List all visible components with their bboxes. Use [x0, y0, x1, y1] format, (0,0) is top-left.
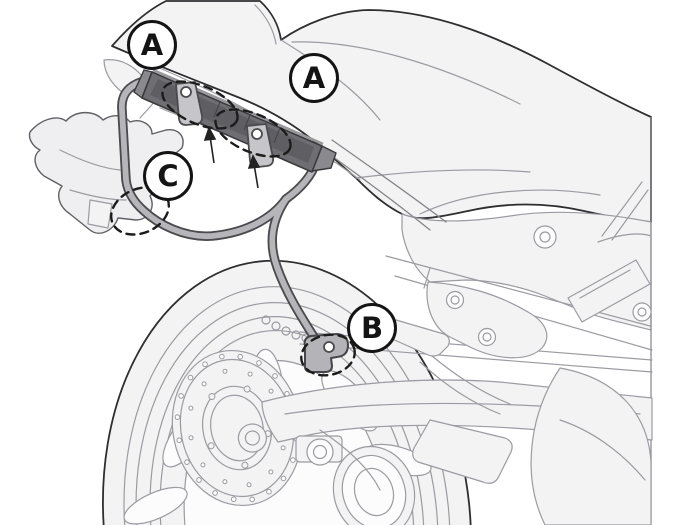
plate-rib-3	[243, 114, 251, 131]
rear-shock	[567, 259, 651, 323]
axle-inner	[244, 430, 261, 446]
hanger-tab-1-hole	[180, 86, 192, 98]
panel-bolt-outer	[533, 225, 557, 249]
shock-bolt-outer	[632, 302, 652, 322]
panel-line	[419, 189, 601, 215]
disc-holes-inner-ring	[188, 368, 286, 488]
hanger-bolt-1-inner	[450, 295, 460, 305]
rack-strut-tube	[269, 196, 324, 359]
seat-cowl-split	[280, 39, 381, 121]
disc-bobbins	[207, 385, 272, 469]
muffler-body	[530, 367, 652, 525]
axle-outer	[237, 423, 268, 453]
under-seat-line-2	[331, 139, 447, 223]
dashed-highlight-plate-1	[161, 80, 239, 130]
callout-c: C	[143, 151, 193, 201]
dashed-highlight-b	[300, 333, 356, 377]
dashed-highlight-plate-2	[214, 108, 292, 158]
grab-handle-line-2	[69, 189, 127, 201]
spoke-hole-4	[123, 486, 188, 525]
plate-arrows	[203, 126, 261, 189]
rear-shock-line	[579, 269, 631, 299]
disc-holes-outer-ring	[174, 353, 300, 503]
peg-bracket-line-1	[601, 181, 643, 237]
callout-b: B	[347, 303, 397, 353]
tire-inner-1	[123, 286, 451, 525]
hanger-bolt-2-inner	[482, 332, 492, 342]
panel-bolt-inner	[539, 231, 551, 243]
arrow-1-head	[203, 126, 217, 141]
heel-guard	[412, 419, 513, 484]
bracket-hole	[323, 341, 335, 353]
callout-a-left: A	[127, 20, 177, 70]
peg-bracket-line-3	[597, 233, 652, 243]
brake-line-1	[419, 361, 501, 415]
seat-stitch-line	[291, 41, 521, 105]
brake-disc	[171, 349, 303, 507]
plate-rib-2	[213, 101, 221, 118]
arrow-2-head	[247, 154, 261, 169]
exhaust	[319, 367, 652, 525]
cowl-line	[254, 4, 277, 45]
brake-line-2	[431, 355, 511, 405]
pedal-line	[319, 429, 381, 491]
pannier-rack	[109, 68, 356, 377]
callout-a-right: A	[289, 53, 339, 103]
grab-handle-slot	[87, 199, 113, 229]
hanger-bolt-1-outer	[445, 290, 465, 310]
hanger-bolt-2-outer	[477, 327, 497, 347]
plate-rib-4	[273, 127, 281, 144]
axle-bolt-outer	[306, 438, 334, 466]
muffler-line	[559, 419, 646, 481]
arrow-1	[209, 135, 215, 164]
axle-bolt-inner	[312, 444, 328, 460]
motorcycle-body	[28, 0, 653, 525]
grab-handle-line-1	[59, 149, 121, 171]
peg-bracket-line-2	[611, 189, 649, 241]
shock-bolt-inner	[637, 307, 647, 317]
subframe-spar-3	[423, 267, 431, 289]
seat-base-line	[355, 169, 531, 179]
hanger-tab-2-hole	[251, 128, 263, 140]
tire-inner-2	[135, 302, 439, 525]
